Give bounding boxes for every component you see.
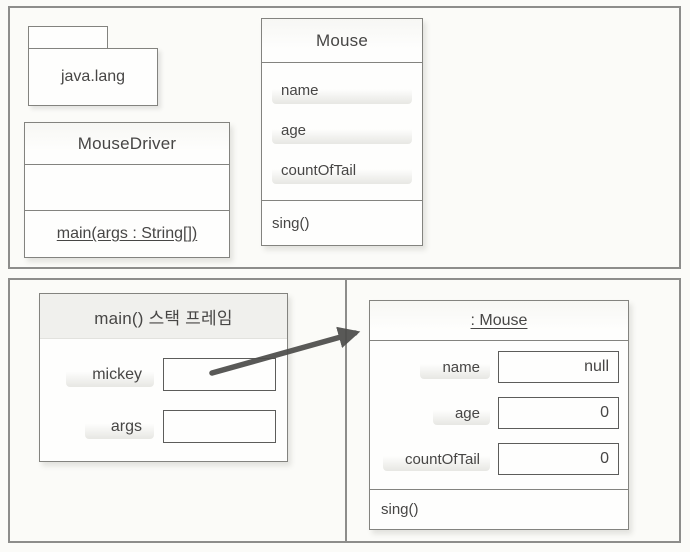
class-methods-compartment: main(args : String[]) [25,211,229,257]
package-name: java.lang [60,68,126,85]
object-field-row-age: age 0 [370,397,619,429]
package-folder-body: java.lang [28,48,158,106]
countoftail-value-box: 0 [498,443,619,475]
object-field-label-age: age [432,401,490,425]
field-name: name [272,77,412,104]
object-methods-compartment: sing() [370,489,628,529]
variable-row-args: args [40,410,287,443]
field-countoftail: countOfTail [272,157,412,184]
method-sing: sing() [272,214,310,232]
age-value-box: 0 [498,397,619,429]
class-diagram-panel: java.lang MouseDriver main(args : String… [8,6,681,269]
method-main: main(args : String[]) [56,225,198,242]
stack-frame-title: main() 스택 프레임 [40,294,287,339]
object-title: : Mouse [470,311,528,329]
object-title-bar: : Mouse [370,301,628,341]
object-fields-compartment: name null age 0 countOfTail 0 [370,341,628,489]
stack-frame-box: main() 스택 프레임 mickey args [39,293,288,462]
mickey-value-box [163,358,276,391]
object-field-label-countoftail: countOfTail [382,447,490,471]
object-field-row-countoftail: countOfTail 0 [370,443,619,475]
object-method-sing: sing() [381,501,419,518]
object-field-label-name: name [420,355,490,379]
class-fields-empty [25,165,229,211]
object-box-mouse: : Mouse name null age 0 countOfTail 0 si… [369,300,629,530]
class-title-mousedriver: MouseDriver [25,123,229,165]
field-age: age [272,117,412,144]
args-value-box [163,410,276,443]
variable-label-args: args [84,414,154,439]
class-box-mousedriver: MouseDriver main(args : String[]) [24,122,230,258]
class-methods-compartment: sing() [262,201,422,245]
memory-panel: main() 스택 프레임 mickey args : Mouse name n… [8,278,681,543]
class-title-mouse: Mouse [262,19,422,63]
name-value-box: null [498,351,619,383]
class-box-mouse: Mouse name age countOfTail sing() [261,18,423,246]
class-fields-compartment: name age countOfTail [262,63,422,201]
variable-row-mickey: mickey [40,358,287,391]
stack-heap-divider [345,280,347,541]
object-field-row-name: name null [370,351,619,383]
variable-label-mickey: mickey [66,362,154,387]
